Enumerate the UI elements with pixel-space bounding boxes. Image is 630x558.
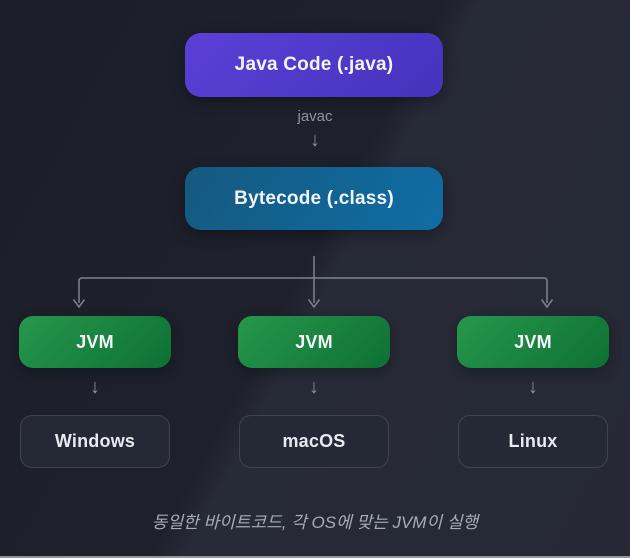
down-arrow-icon: ↓	[528, 376, 538, 398]
jvm-label: JVM	[514, 331, 552, 352]
connector-branch-bar	[78, 277, 548, 303]
down-arrow-icon: ↓	[309, 376, 319, 398]
bytecode-box: Bytecode (.class)	[185, 167, 443, 230]
jvm-box-windows: JVM	[19, 316, 171, 368]
bottom-edge-strip	[0, 556, 630, 558]
down-arrow-icon: ↓	[90, 376, 100, 398]
os-box-windows: Windows	[20, 415, 170, 468]
arrowhead-right-icon	[540, 299, 554, 309]
down-arrow-icon: ↓	[310, 129, 320, 151]
jvm-label: JVM	[76, 331, 114, 352]
arrowhead-center-icon	[307, 299, 321, 309]
os-box-macos: macOS	[239, 415, 389, 468]
java-code-box: Java Code (.java)	[185, 33, 443, 97]
jvm-box-linux: JVM	[457, 316, 609, 368]
diagram-caption: 동일한 바이트코드, 각 OS에 맞는 JVM이 실행	[151, 513, 479, 532]
os-box-linux: Linux	[458, 415, 608, 468]
jvm-label: JVM	[295, 331, 333, 352]
os-label: macOS	[282, 431, 346, 451]
java-code-label: Java Code (.java)	[234, 54, 394, 75]
javac-label: javac	[297, 108, 333, 125]
bytecode-label: Bytecode (.class)	[234, 187, 394, 209]
os-label: Windows	[54, 431, 136, 451]
os-label: Linux	[508, 431, 558, 451]
arrowhead-left-icon	[72, 299, 86, 309]
jvm-box-macos: JVM	[238, 316, 390, 368]
